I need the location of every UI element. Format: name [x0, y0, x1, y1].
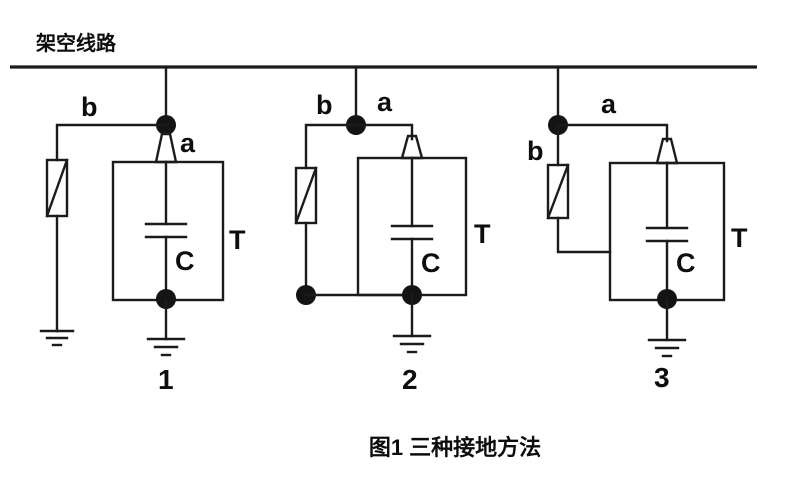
capacitor: [144, 222, 188, 239]
overhead-line-label: 架空线路: [36, 31, 117, 55]
circuit-2: b a C T 2: [294, 65, 491, 395]
circuit-3: b a C T 3: [527, 65, 748, 393]
arrester-diagonal: [546, 163, 570, 220]
transformer-branch-wire: [556, 123, 669, 143]
label-capacitor: C: [175, 246, 195, 276]
label-transformer: T: [731, 223, 748, 253]
arrester-branch-wire: [55, 123, 168, 162]
label-b: b: [81, 92, 98, 122]
ground-symbol: [39, 329, 75, 347]
label-b: b: [316, 90, 333, 120]
figure-caption: 图1 三种接地方法: [369, 435, 541, 460]
arrester-diagonal: [45, 158, 69, 218]
arrester-branch-wire: [304, 123, 358, 170]
ground-symbol: [647, 338, 687, 358]
capacitor: [390, 224, 434, 241]
method-number: 3: [654, 362, 670, 393]
transformer-branch-wire: [354, 123, 414, 141]
method-number: 1: [158, 364, 174, 395]
method-number: 2: [402, 364, 418, 395]
circuit-1: b a C T 1: [39, 65, 246, 395]
label-b: b: [527, 136, 544, 166]
transformer-box: [111, 160, 225, 302]
ground-symbol: [392, 334, 432, 354]
label-a: a: [601, 89, 617, 119]
capacitor: [645, 226, 689, 243]
ground-symbol: [146, 337, 186, 357]
bushing-insulator: [154, 132, 178, 164]
surge-arrester: [546, 163, 570, 220]
arrester-tank-link-wire: [556, 216, 612, 254]
surge-arrester: [45, 158, 69, 218]
arrester-diagonal: [294, 166, 318, 225]
label-a: a: [180, 128, 196, 158]
label-capacitor: C: [676, 248, 696, 278]
overhead-line: 架空线路: [10, 31, 757, 69]
label-transformer: T: [229, 225, 246, 255]
label-transformer: T: [474, 219, 491, 249]
label-capacitor: C: [421, 248, 441, 278]
surge-arrester: [294, 166, 318, 225]
bushing-insulator: [655, 137, 679, 165]
label-a: a: [377, 87, 393, 117]
